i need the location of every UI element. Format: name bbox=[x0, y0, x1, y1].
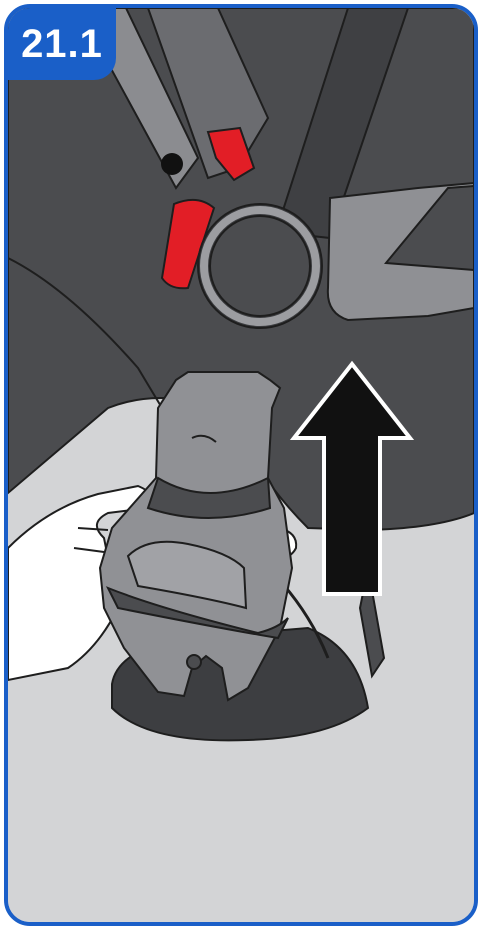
step-badge: 21.1 bbox=[8, 8, 116, 80]
pivot-icon bbox=[161, 153, 183, 175]
instruction-illustration bbox=[8, 8, 474, 922]
step-number: 21.1 bbox=[21, 22, 103, 67]
instruction-panel: 21.1 bbox=[4, 4, 478, 926]
